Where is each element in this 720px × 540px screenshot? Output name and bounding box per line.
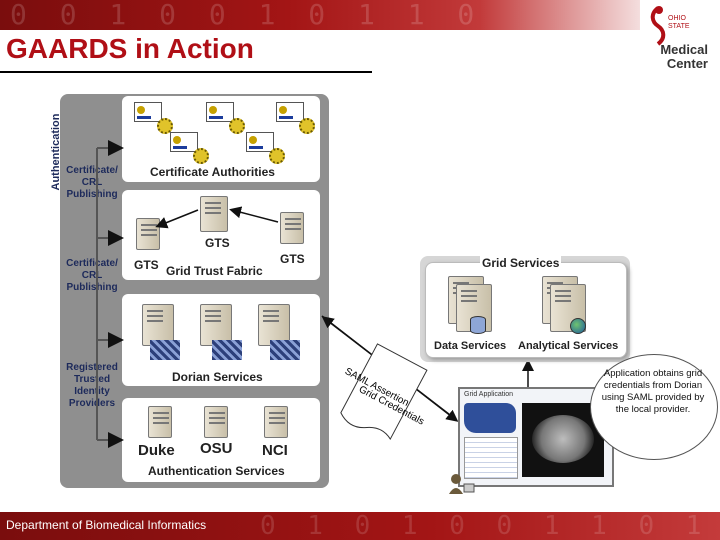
grid-pattern-icon [212, 340, 242, 360]
logo-text-center: Center [666, 56, 708, 71]
saml-assertion-document [334, 341, 429, 449]
svg-text:STATE: STATE [668, 23, 690, 30]
title-underline [0, 71, 372, 73]
certificate-icon [170, 132, 198, 152]
server-icon [200, 304, 232, 346]
user-at-computer-icon [446, 472, 476, 496]
server-icon [136, 218, 160, 250]
server-icon [142, 304, 174, 346]
server-icon [258, 304, 290, 346]
gear-icon [193, 148, 209, 164]
data-services-label: Data Services [434, 340, 507, 352]
us-map-image [464, 403, 516, 433]
slide-title: GAARDS in Action [6, 33, 254, 64]
provider-nci-label: NCI [262, 442, 288, 459]
binary-pattern: 0 1 0 1 0 0 1 1 0 1 [260, 512, 710, 540]
analytical-services-label: Analytical Services [518, 340, 619, 352]
gts-center-label: GTS [205, 236, 230, 250]
server-icon [264, 406, 288, 438]
certificate-icon [246, 132, 274, 152]
logo-text-medical: Medical [660, 42, 708, 57]
grid-application-window: Grid Application [458, 387, 614, 487]
server-icon [204, 406, 228, 438]
gts-left-label: GTS [134, 258, 159, 272]
server-icon [200, 196, 228, 232]
logo-emblem-icon: OHIO STATE [650, 6, 690, 46]
provider-duke-label: Duke [138, 442, 175, 459]
gear-icon [269, 148, 285, 164]
authentication-services-caption: Authentication Services [148, 464, 285, 478]
crl-publishing-label-bottom: Certificate/ CRL Publishing [66, 258, 118, 293]
data-table-image [464, 437, 518, 479]
svg-text:OHIO: OHIO [668, 15, 686, 22]
certificate-icon [276, 102, 304, 122]
server-icon [148, 406, 172, 438]
footer-text: Department of Biomedical Informatics [6, 518, 207, 532]
certificate-icon [206, 102, 234, 122]
gear-icon [157, 118, 173, 134]
database-icon [470, 316, 486, 334]
registered-providers-label: Registered Trusted Identity Providers [66, 362, 118, 409]
server-icon [280, 212, 304, 244]
certificate-icon [134, 102, 162, 122]
callout-bubble [590, 354, 718, 460]
provider-osu-label: OSU [200, 440, 233, 457]
grid-services-title: Grid Services [480, 256, 562, 270]
gear-icon [299, 118, 315, 134]
gear-icon [229, 118, 245, 134]
app-window-title: Grid Application [464, 391, 514, 398]
footer-band: 0 1 0 1 0 0 1 1 0 1 [0, 512, 720, 540]
certificate-authorities-caption: Certificate Authorities [150, 165, 275, 179]
grid-trust-fabric-caption: Grid Trust Fabric [166, 264, 263, 278]
grid-pattern-icon [270, 340, 300, 360]
gts-right-label: GTS [280, 252, 305, 266]
ohio-state-logo: OHIO STATE Medical Center [628, 4, 716, 71]
grid-pattern-icon [150, 340, 180, 360]
dorian-services-caption: Dorian Services [172, 370, 263, 384]
globe-icon [570, 318, 586, 334]
header-band: 0 0 1 0 0 1 0 1 1 0 [0, 0, 640, 30]
callout-text: Application obtains grid credentials fro… [601, 368, 705, 415]
binary-pattern: 0 0 1 0 0 1 0 1 1 0 [10, 0, 483, 30]
crl-publishing-label-top: Certificate/ CRL Publishing [66, 165, 118, 200]
